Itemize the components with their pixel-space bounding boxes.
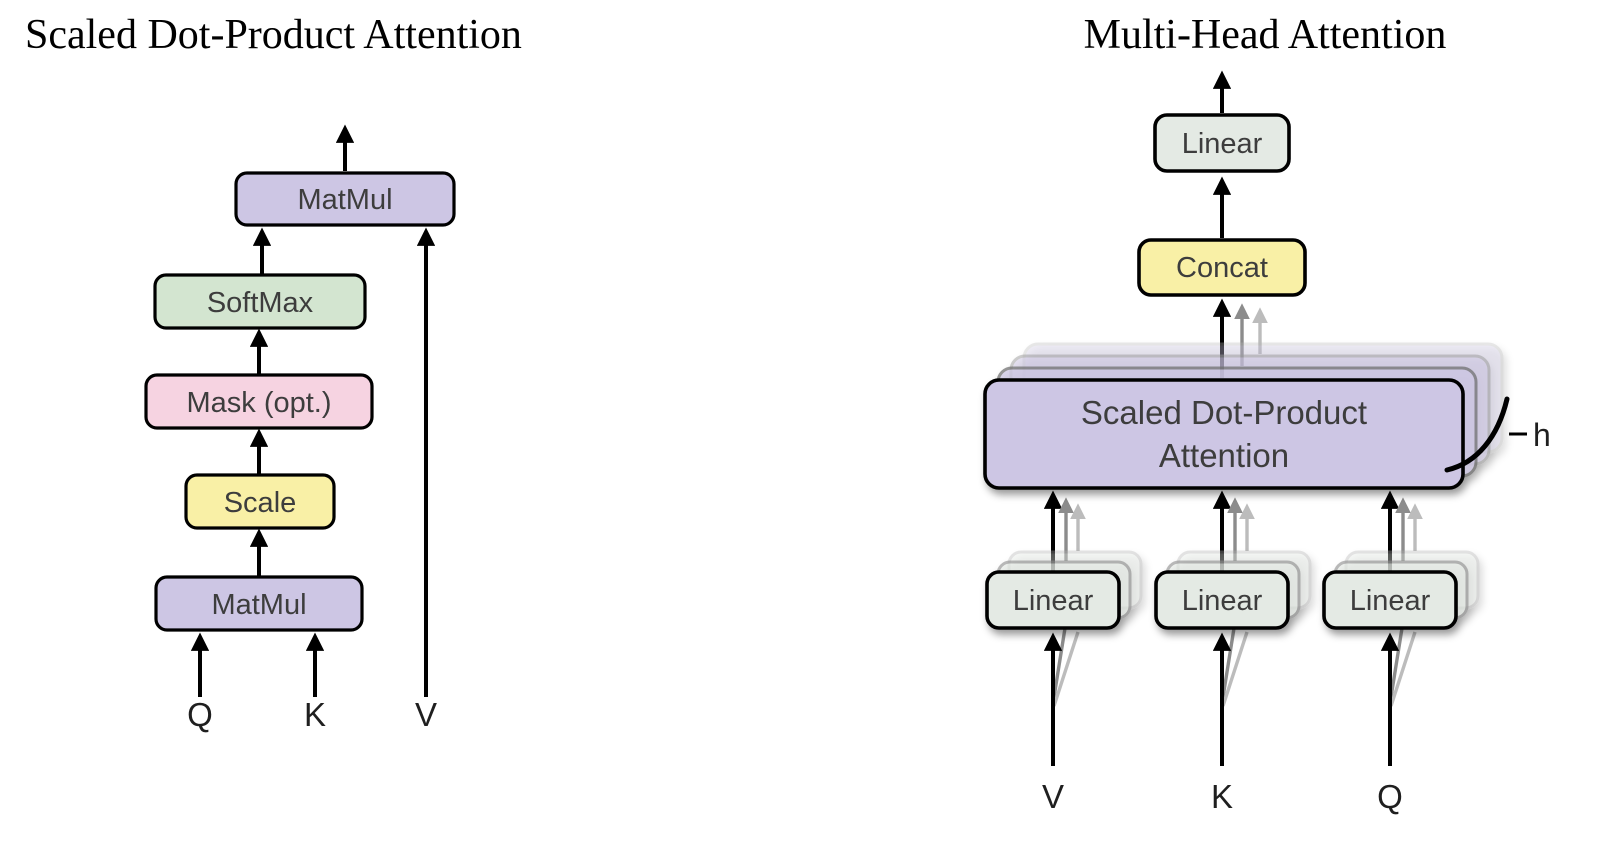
k-fanout-line-1 — [1221, 621, 1237, 698]
linear-output-box — [1153, 113, 1291, 173]
v-fanout-line-1 — [1052, 621, 1068, 698]
concat-box — [1137, 238, 1307, 297]
sdpa-label-line2: Attention — [1159, 437, 1289, 474]
scale-box — [184, 473, 336, 530]
softmax-box — [153, 273, 367, 330]
linear-k-stack: Linear — [1154, 550, 1312, 630]
mask-label: Mask (opt.) — [186, 387, 331, 419]
v-fanout-line-2 — [1052, 631, 1080, 707]
v-input-label: V — [415, 696, 437, 733]
linear-v-stack: Linear — [985, 550, 1143, 630]
linear-q-stack: Linear — [1322, 550, 1480, 630]
matmul-bottom-label: MatMul — [211, 589, 306, 621]
q-input-label-mha: Q — [1377, 778, 1403, 815]
linear-v-box — [985, 570, 1121, 630]
concat-label: Concat — [1176, 252, 1268, 284]
scaled-dot-product-attention-diagram: Scaled Dot-Product Attention MatMul Soft… — [25, 12, 522, 733]
matmul-top-box — [234, 171, 456, 227]
k-input-label: K — [304, 696, 326, 733]
v-input-label-mha: V — [1042, 778, 1064, 815]
multi-head-attention-diagram: Multi-Head Attention — [983, 12, 1551, 815]
heads-count-label: h — [1533, 417, 1551, 453]
linear-k-box — [1154, 570, 1290, 630]
scale-label: Scale — [224, 487, 297, 519]
linear-q-box — [1322, 570, 1458, 630]
right-diagram-title: Multi-Head Attention — [1084, 12, 1447, 58]
sdpa-stack: Scaled Dot-Product Attention — [983, 342, 1504, 490]
sdpa-box — [983, 378, 1465, 490]
left-diagram-title: Scaled Dot-Product Attention — [25, 12, 522, 58]
k-fanout-line-2 — [1221, 631, 1249, 707]
k-input-label-mha: K — [1211, 778, 1233, 815]
q-fanout-line-1 — [1389, 621, 1405, 698]
mask-box — [144, 373, 374, 430]
linear-output-label: Linear — [1182, 128, 1263, 160]
matmul-top-label: MatMul — [297, 184, 392, 216]
heads-swoosh-curve — [1444, 396, 1510, 473]
softmax-label: SoftMax — [207, 287, 314, 319]
q-input-label: Q — [187, 696, 213, 733]
linear-k-label: Linear — [1182, 585, 1263, 617]
sdpa-label-line1: Scaled Dot-Product — [1081, 394, 1367, 431]
linear-q-label: Linear — [1350, 585, 1431, 617]
linear-v-label: Linear — [1013, 585, 1094, 617]
matmul-bottom-box — [154, 575, 364, 632]
q-fanout-line-2 — [1389, 631, 1417, 707]
